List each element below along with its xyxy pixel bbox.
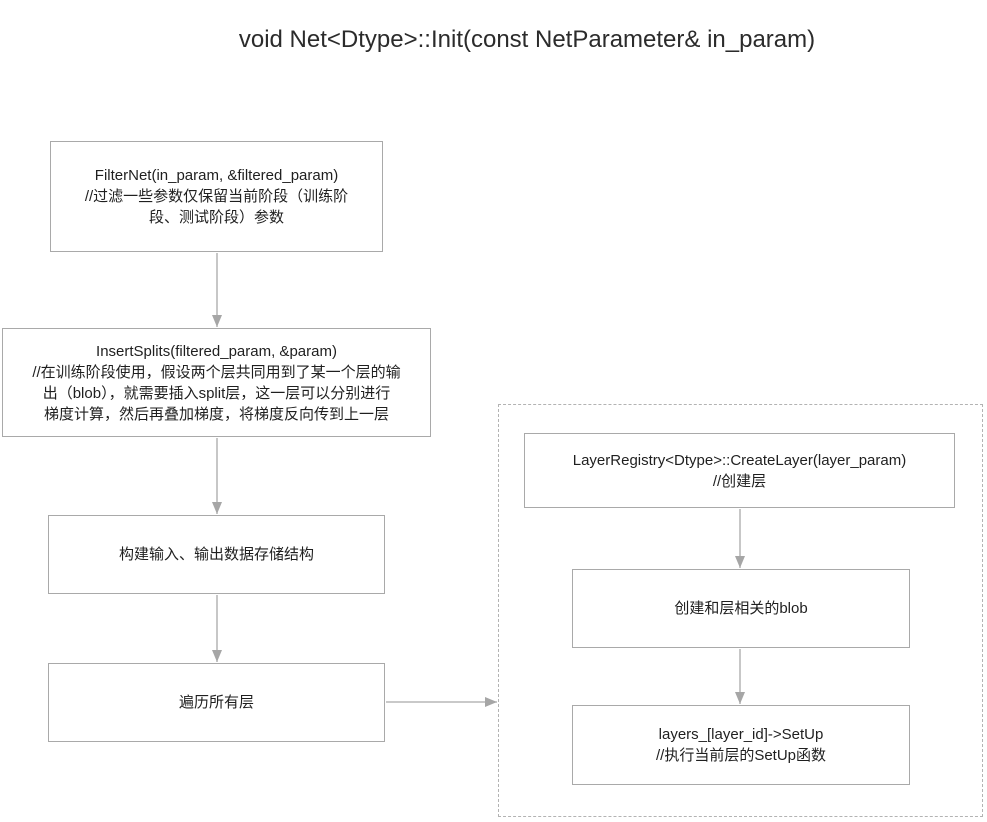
node-layer-setup-label: layers_[layer_id]->SetUp //执行当前层的SetUp函数 (655, 726, 827, 764)
node-layer-setup: layers_[layer_id]->SetUp //执行当前层的SetUp函数 (572, 705, 910, 785)
node-create-blob-label: 创建和层相关的blob (674, 600, 808, 617)
node-create-layer-label: LayerRegistry<Dtype>::CreateLayer(layer_… (572, 451, 907, 490)
node-build-io-structure-label: 构建输入、输出数据存储结构 (118, 546, 314, 563)
node-create-layer: LayerRegistry<Dtype>::CreateLayer(layer_… (524, 433, 955, 508)
node-build-io-structure: 构建输入、输出数据存储结构 (48, 515, 385, 594)
node-insert-splits-label: InsertSplits(filtered_param, &param) //在… (32, 342, 401, 423)
node-insert-splits: InsertSplits(filtered_param, &param) //在… (2, 328, 431, 437)
node-iterate-layers-label: 遍历所有层 (178, 694, 254, 711)
node-filter-net-label: FilterNet(in_param, &filtered_param) //过… (84, 167, 349, 226)
node-filter-net: FilterNet(in_param, &filtered_param) //过… (50, 141, 383, 252)
diagram-title: void Net<Dtype>::Init(const NetParameter… (238, 26, 816, 53)
node-iterate-layers: 遍历所有层 (48, 663, 385, 742)
loop-container (498, 404, 983, 817)
node-create-blob: 创建和层相关的blob (572, 569, 910, 648)
